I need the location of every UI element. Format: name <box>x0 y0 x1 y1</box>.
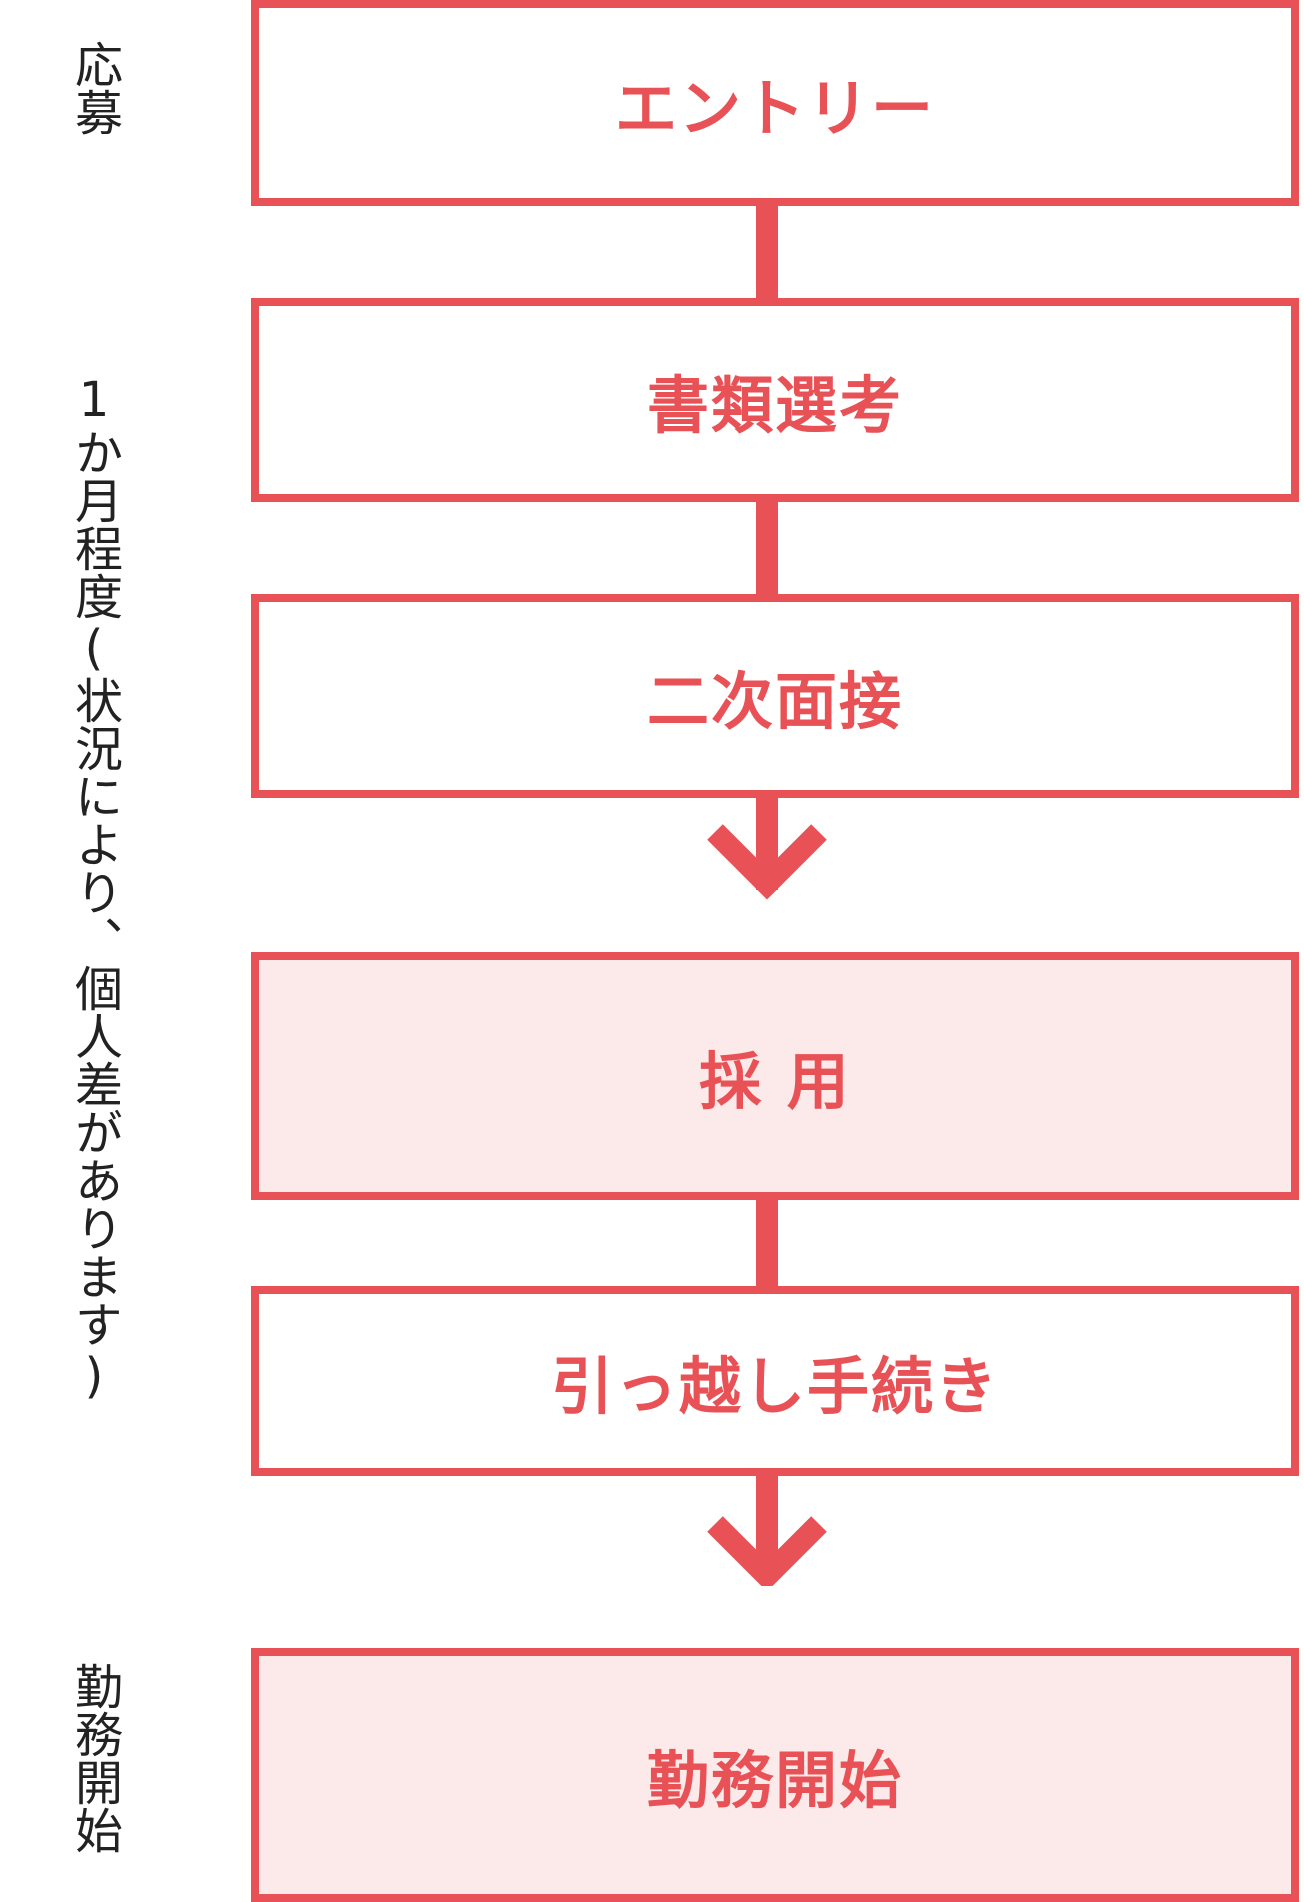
step-relocation: 引っ越し手続き <box>251 1286 1299 1476</box>
chevron-down-icon <box>707 1476 827 1586</box>
step-start-work: 勤務開始 <box>251 1648 1299 1902</box>
connector-line <box>756 502 778 594</box>
connector-line <box>756 1200 778 1286</box>
step-second-interview: 二次面接 <box>251 594 1299 798</box>
step-entry: エントリー <box>251 0 1299 206</box>
chevron-down-icon <box>707 792 827 900</box>
label-duration: 1か月程度(状況により、個人差があります) <box>66 372 122 1404</box>
label-apply: 応募 <box>66 40 122 136</box>
connector-line <box>756 206 778 298</box>
step-document-screening: 書類選考 <box>251 298 1299 502</box>
label-start-work: 勤務開始 <box>66 1662 122 1854</box>
step-hiring: 採 用 <box>251 952 1299 1200</box>
